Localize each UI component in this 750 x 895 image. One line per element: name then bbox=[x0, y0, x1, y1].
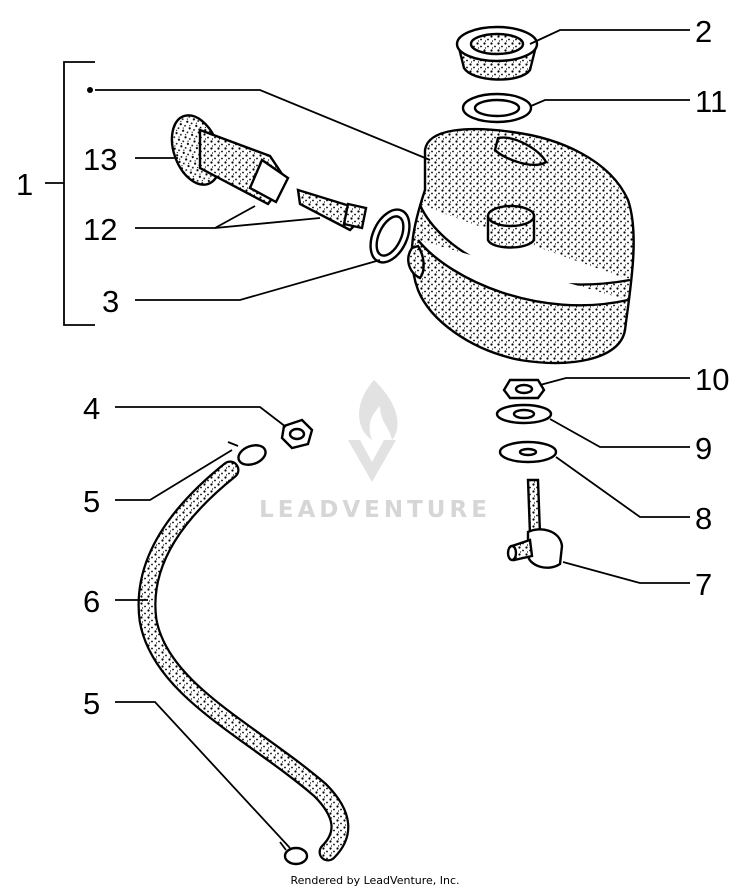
callout-2: 2 bbox=[695, 14, 712, 49]
tank-cap bbox=[455, 25, 539, 81]
callout-10: 10 bbox=[695, 362, 729, 397]
leader-lines bbox=[87, 29, 690, 849]
nut-10 bbox=[502, 378, 546, 400]
washer-8 bbox=[498, 440, 558, 464]
watermark: LEADVENTURE bbox=[259, 380, 491, 523]
fuel-petcock bbox=[506, 478, 564, 569]
watermark-flame-icon bbox=[359, 380, 398, 440]
callout-9: 9 bbox=[695, 431, 712, 466]
o-ring-inner bbox=[375, 215, 405, 257]
hose-clamp-lower bbox=[279, 841, 309, 866]
callout-7: 7 bbox=[695, 567, 712, 602]
washer-9 bbox=[495, 403, 553, 425]
callout-8: 8 bbox=[695, 501, 712, 536]
assembly-bracket bbox=[63, 61, 95, 326]
callout-3: 3 bbox=[102, 284, 119, 319]
nut-4 bbox=[280, 418, 314, 450]
callout-6: 6 bbox=[83, 584, 100, 619]
callout-12: 12 bbox=[83, 212, 117, 247]
callout-1: 1 bbox=[16, 167, 33, 202]
hose-clamp-upper bbox=[227, 441, 267, 466]
fuel-hose bbox=[139, 462, 348, 860]
callout-11: 11 bbox=[695, 84, 727, 119]
footer-credit: Rendered by LeadVenture, Inc. bbox=[290, 874, 460, 887]
callout-5-upper: 5 bbox=[83, 484, 100, 519]
cap-gasket bbox=[461, 92, 533, 124]
callout-4: 4 bbox=[83, 391, 100, 426]
callout-13: 13 bbox=[83, 142, 117, 177]
filler-neck bbox=[486, 204, 536, 249]
filler-assembly bbox=[170, 114, 368, 232]
watermark-v-icon bbox=[348, 440, 396, 482]
watermark-text: LEADVENTURE bbox=[259, 497, 491, 523]
callout-5-lower: 5 bbox=[83, 686, 100, 721]
